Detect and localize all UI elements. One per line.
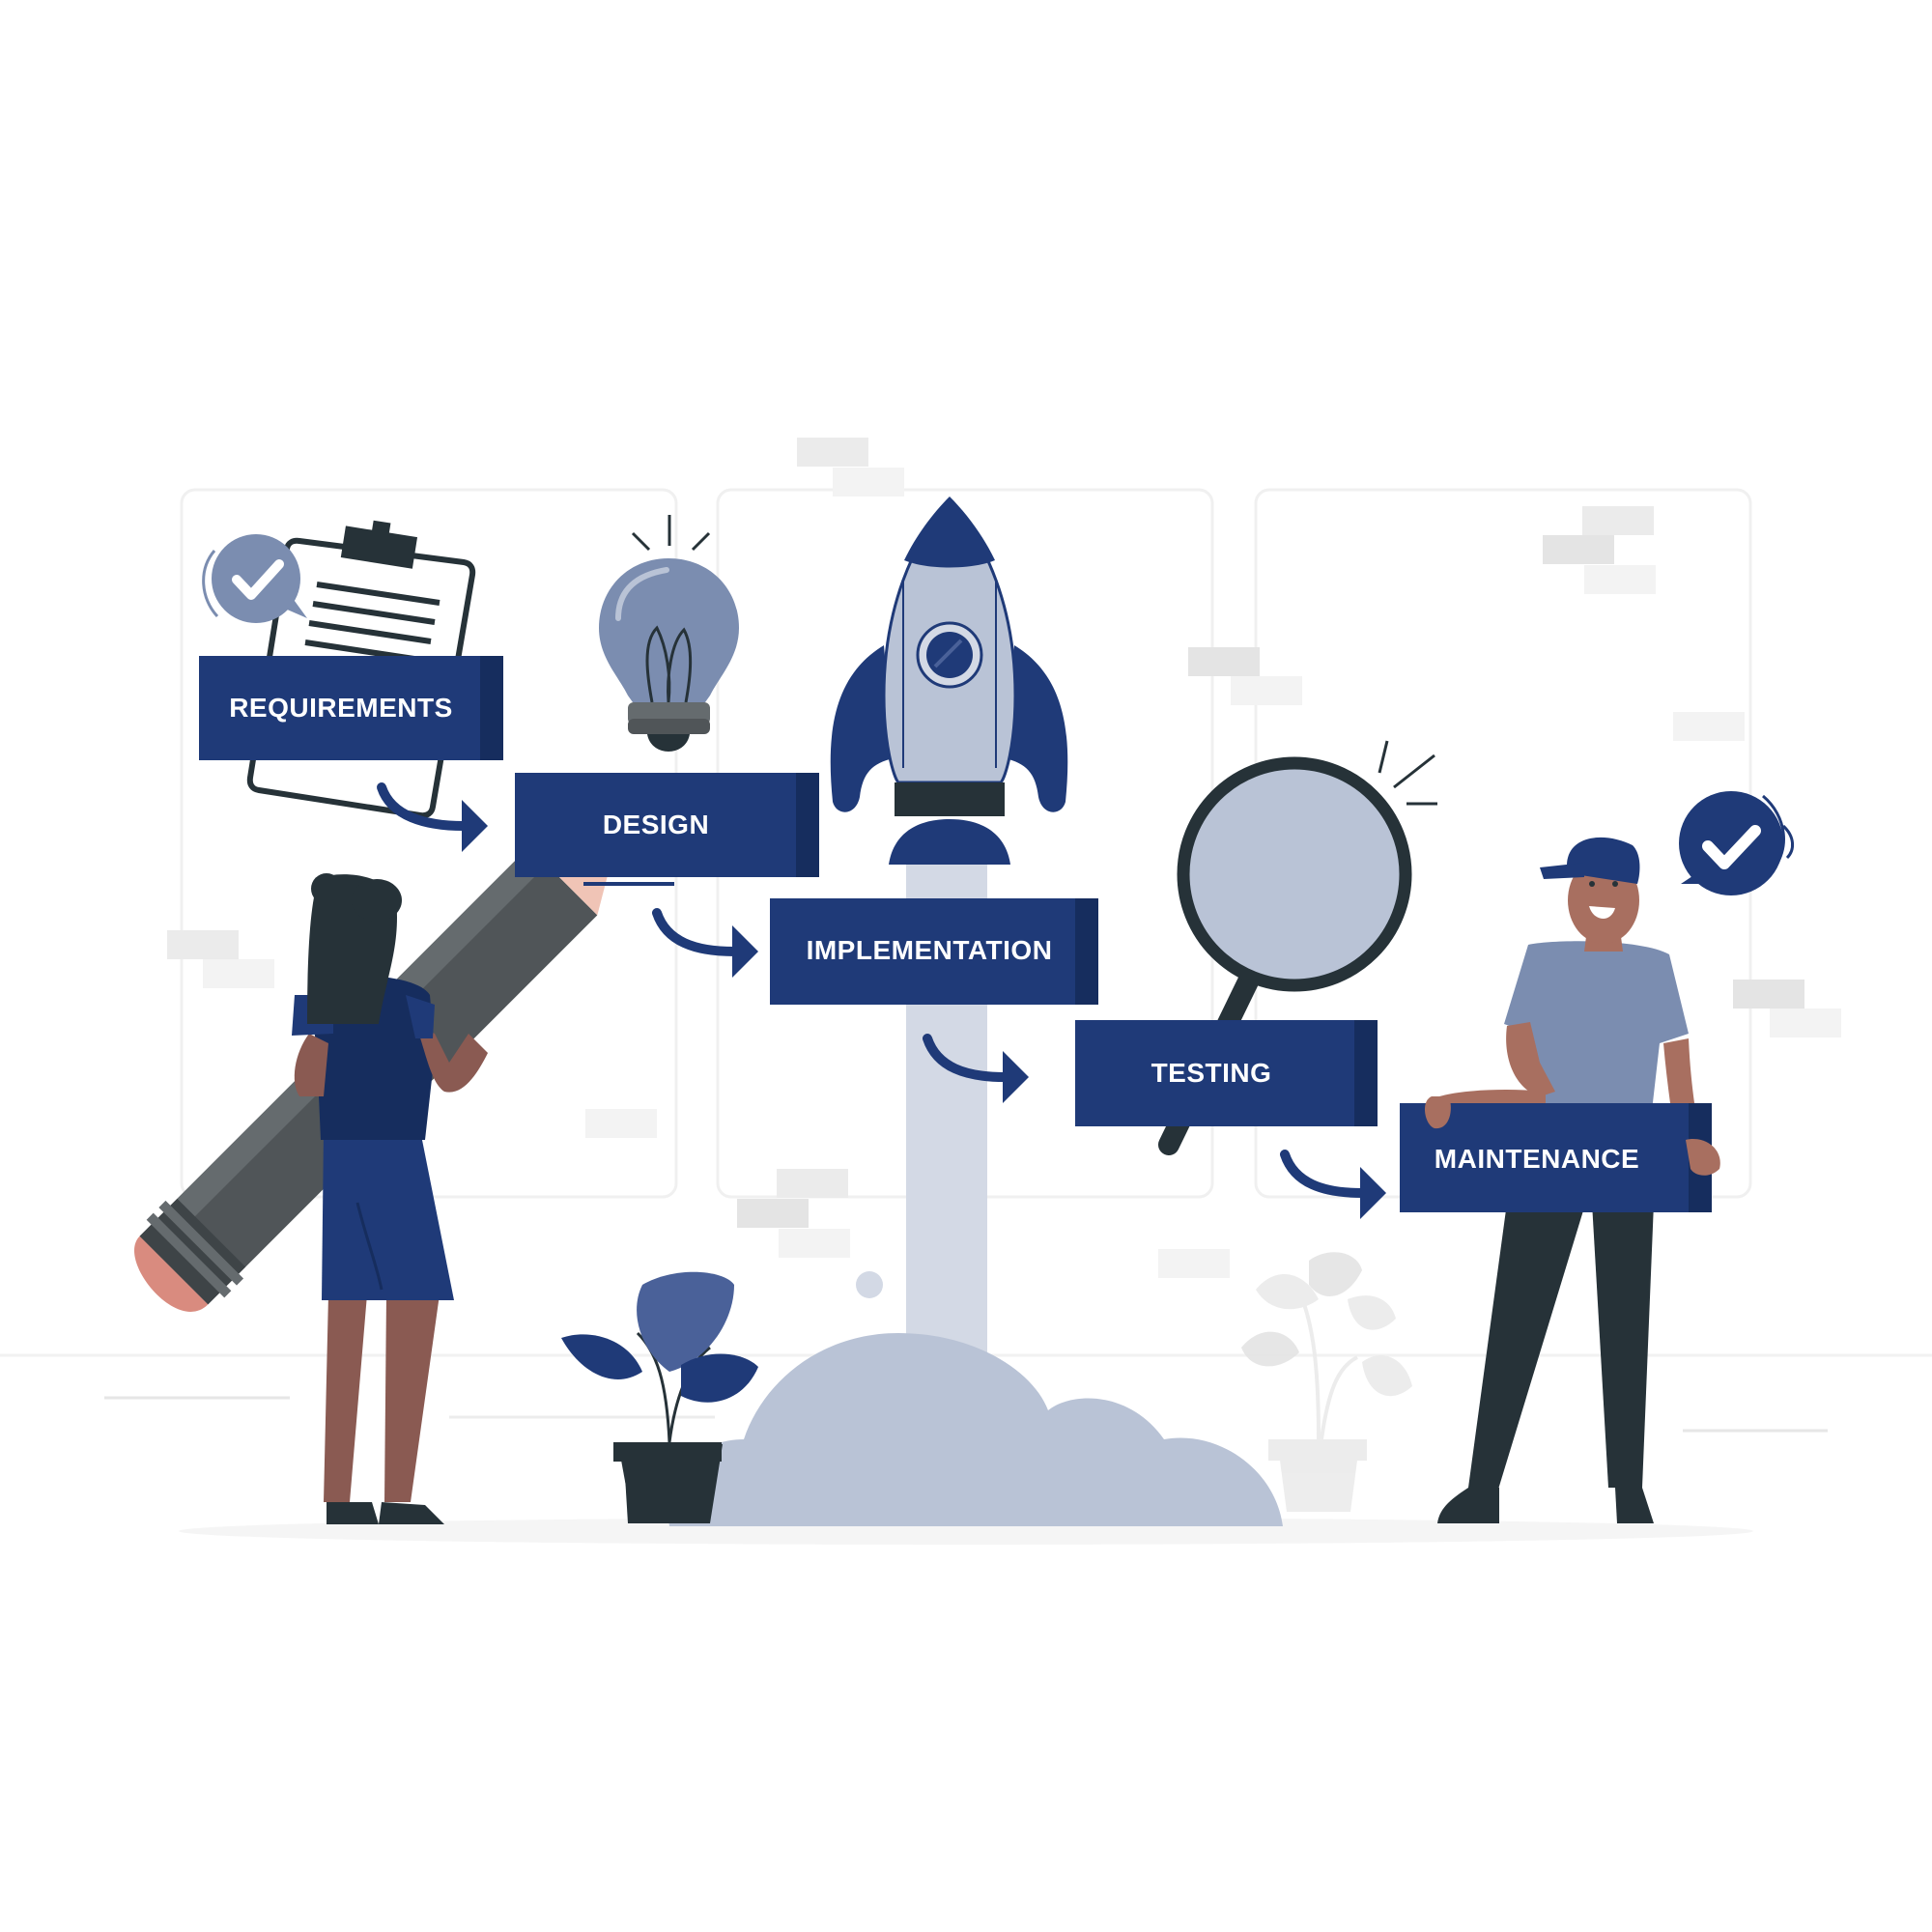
arrow-implementation-testing: [923, 1034, 1009, 1082]
check-badge-icon-right: [1679, 791, 1794, 895]
step-requirements: REQUIREMENTS: [199, 656, 503, 760]
step-arrows: [377, 782, 1367, 1198]
arrow-requirements-design: [377, 782, 469, 831]
step-label-maintenance: MAINTENANCE: [1435, 1144, 1639, 1174]
decorative-blocks: [167, 438, 1841, 1278]
smoke-cloud: [668, 1333, 1283, 1526]
arrow-testing-maintenance: [1280, 1150, 1367, 1198]
lightbulb-icon: [599, 515, 739, 752]
step-label-design: DESIGN: [603, 810, 709, 839]
step-label-requirements: REQUIREMENTS: [229, 693, 453, 723]
rocket-nozzle: [895, 782, 1005, 816]
step-label-implementation: IMPLEMENTATION: [807, 935, 1053, 965]
plant-icon-faded: [1241, 1252, 1412, 1512]
rocket-right-fin: [1005, 645, 1068, 812]
step-design: DESIGN: [515, 773, 819, 886]
floor-shadow: [179, 1518, 1753, 1545]
step-testing: TESTING: [1075, 1020, 1378, 1126]
step-implementation: IMPLEMENTATION: [770, 898, 1098, 1005]
plant-icon: [561, 1271, 758, 1523]
rocket-left-fin: [830, 645, 894, 812]
rocket-nose: [904, 497, 995, 568]
rocket-icon: [830, 497, 1068, 865]
arrow-design-implementation: [652, 908, 739, 956]
man-hands: [1424, 1096, 1720, 1176]
step-maintenance: MAINTENANCE: [1400, 1103, 1712, 1212]
rocket-flame: [889, 819, 1010, 865]
check-badge-icon: [202, 534, 307, 623]
arrow-heads: [462, 800, 1386, 1219]
step-label-testing: TESTING: [1151, 1058, 1272, 1088]
